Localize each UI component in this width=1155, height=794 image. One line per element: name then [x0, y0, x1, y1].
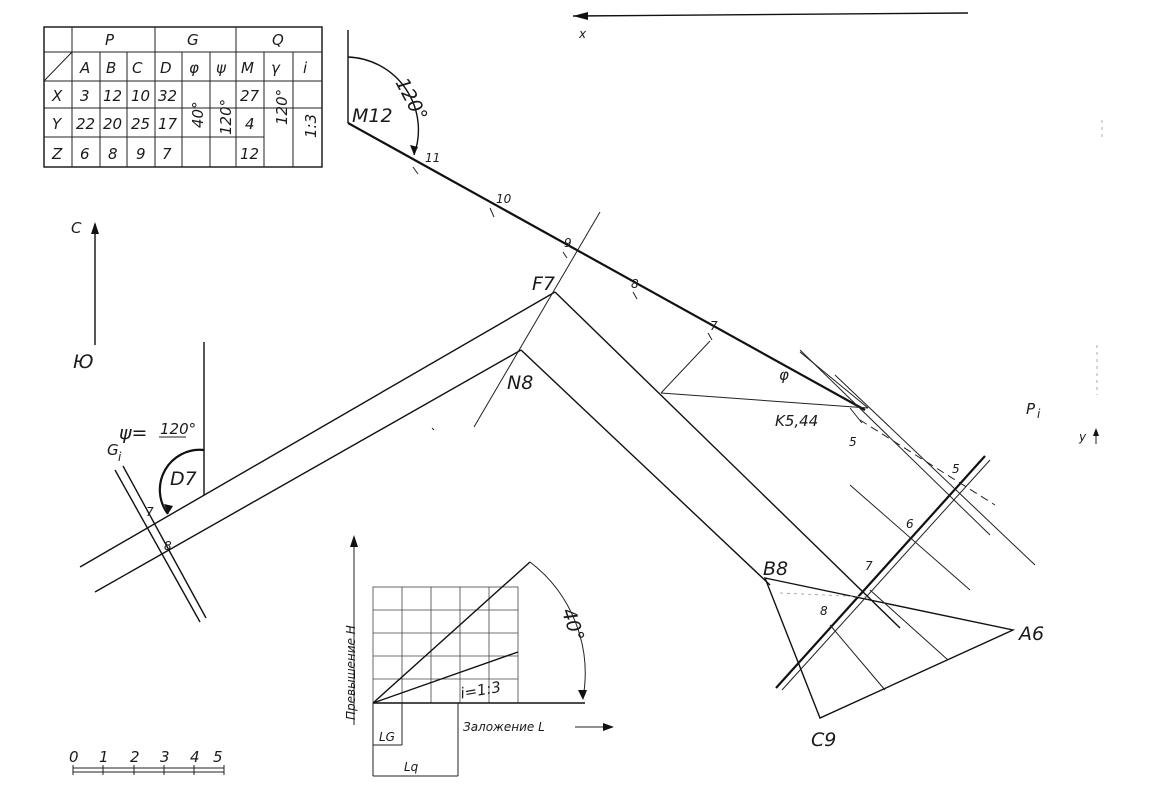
row-axis-z: Z [51, 145, 63, 163]
cell-zd: 7 [162, 145, 172, 163]
scale-5: 5 [213, 748, 223, 766]
cell-zc: 9 [136, 145, 146, 163]
m12-label: M12 [352, 105, 393, 127]
f7-label: F7 [532, 273, 555, 295]
scale-4: 4 [190, 748, 200, 766]
col-psi: ψ [216, 59, 227, 77]
table-row: Z 6 8 9 7 12 [51, 145, 259, 163]
graduated-line-m: 120° M12 11 10 9 8 7 φ K5,44 5 [347, 30, 869, 449]
cell-yb: 20 [103, 115, 122, 133]
cell-yd: 17 [158, 115, 178, 133]
scale-bar: 0 1 2 3 4 5 [69, 748, 225, 775]
slope-horizontal-label: Заложение L [463, 720, 545, 734]
angle-120-top: 120° [391, 74, 432, 125]
row-axis-x: X [51, 87, 63, 105]
tick-10: 10 [496, 192, 512, 206]
cell-xa: 3 [80, 87, 90, 105]
scale-1: 1 [99, 748, 109, 766]
plane-tick-6: 6 [906, 517, 914, 531]
cell-xb: 12 [103, 87, 122, 105]
cell-i: 1:3 [302, 114, 320, 138]
c-axis-label: C [71, 219, 82, 237]
roof-outline: F7 N8 [79, 211, 901, 629]
g1-label: G [107, 441, 119, 459]
x-axis-arrow: x [572, 12, 969, 41]
col-phi: φ [189, 59, 199, 77]
group-p: P [105, 31, 115, 49]
slope-diagram: Превышение H 40° i=1:3 Заложение L LG Lq [344, 535, 614, 777]
y-axis-label: y [1078, 430, 1087, 444]
cell-za: 6 [80, 145, 90, 163]
group-g: G [187, 31, 199, 49]
g1-sub: i [118, 450, 122, 464]
g-tick-8: 8 [164, 539, 172, 553]
cell-xm: 27 [240, 87, 260, 105]
p1-sub: i [1037, 407, 1041, 421]
tick-7: 7 [710, 319, 718, 333]
plane-tick-8: 8 [820, 604, 828, 618]
scale-0: 0 [69, 748, 79, 766]
scale-3: 3 [160, 748, 170, 766]
col-m: M [241, 59, 254, 77]
scale-2: 2 [130, 748, 140, 766]
c9-label: C9 [811, 729, 836, 751]
group-q: Q [272, 31, 284, 49]
k-label: K5,44 [775, 412, 818, 430]
lq-label: Lq [404, 760, 419, 774]
col-b: B [106, 59, 116, 77]
table-row: Y 22 20 25 17 4 [52, 115, 255, 133]
slope-vertical-label: Превышение H [344, 625, 358, 720]
cell-ym: 4 [245, 115, 255, 133]
cell-phi: 40° [189, 101, 207, 128]
y-axis-mark: y [1078, 120, 1103, 444]
plane-tick-7: 7 [865, 559, 873, 573]
tick-11: 11 [425, 151, 440, 165]
psi-value: 120° [160, 420, 196, 438]
triangle-plane: B8 A6 C9 P i 5 6 7 8 [763, 349, 1044, 751]
col-d: D [160, 59, 172, 77]
n8-label: N8 [507, 372, 533, 394]
col-a: A [79, 59, 90, 77]
cell-zm: 12 [240, 145, 259, 163]
north-arrow: C Ю [71, 219, 99, 373]
cell-xc: 10 [131, 87, 150, 105]
cell-yc: 25 [131, 115, 150, 133]
plane-tick-5: 5 [952, 462, 960, 476]
col-i: i [303, 59, 308, 77]
cell-zb: 8 [108, 145, 118, 163]
data-table: P G Q A B C D φ ψ M γ i X 3 12 10 32 27 … [43, 26, 323, 168]
cell-psi: 120° [217, 99, 235, 135]
col-c: C [132, 59, 143, 77]
slope-angle: 40° [557, 605, 588, 644]
b8-label: B8 [763, 558, 788, 580]
g-line-construction: G i ψ= 120° D7 7 8 [107, 342, 207, 623]
cell-ya: 22 [76, 115, 95, 133]
g-tick-7: 7 [146, 505, 154, 519]
tick-9: 9 [564, 236, 572, 250]
k-tick-5: 5 [849, 435, 857, 449]
table-row: X 3 12 10 32 27 [51, 87, 260, 105]
lg-label: LG [379, 730, 395, 744]
slope-ratio: i=1:3 [459, 678, 502, 703]
phi-symbol: φ [779, 366, 789, 384]
row-axis-y: Y [52, 115, 63, 133]
a6-label: A6 [1017, 623, 1044, 645]
tick-8: 8 [631, 277, 639, 291]
p1-label: P [1026, 400, 1036, 418]
psi-label: ψ= [119, 422, 147, 444]
cell-gamma: 120° [273, 89, 291, 125]
col-gamma: γ [271, 59, 281, 77]
table-frame [43, 26, 323, 168]
d7-label: D7 [170, 468, 197, 490]
cell-xd: 32 [158, 87, 177, 105]
yu-label: Ю [73, 351, 94, 373]
x-axis-label: x [578, 27, 587, 41]
